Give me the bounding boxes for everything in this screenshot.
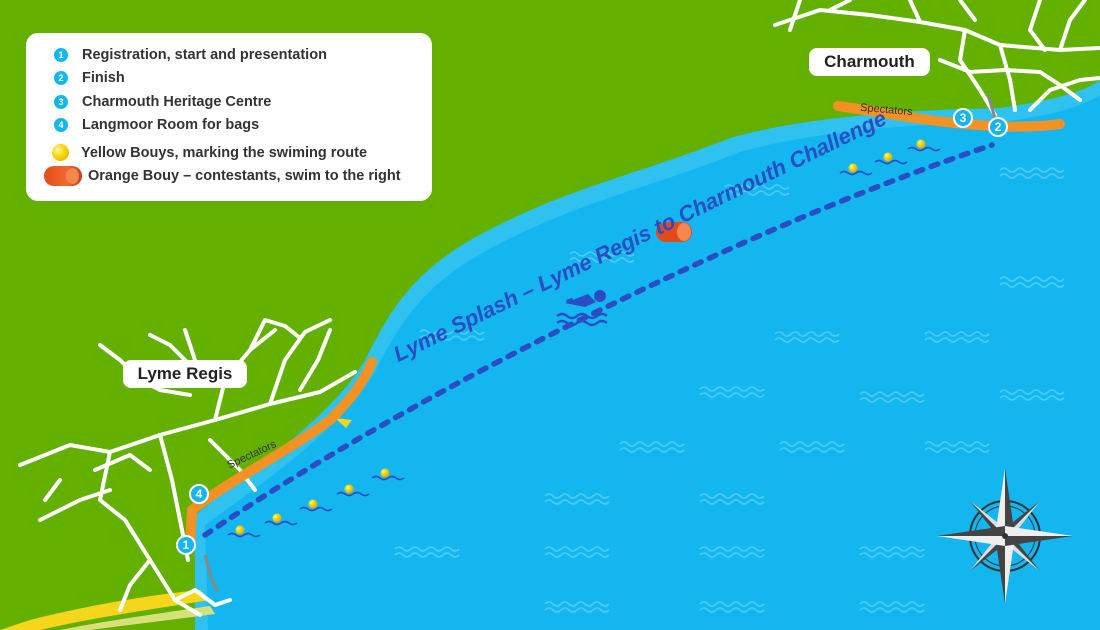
marker-start[interactable]: 1 [176,535,196,555]
legend-item-orange-buoy: Orange Bouy – contestants, swim to the r… [44,165,432,189]
swim-route [202,142,995,538]
legend-label: Langmoor Room for bags [82,117,260,134]
yellow-buoy-icon [52,144,69,162]
marker-number-badge: 1 [54,47,68,62]
compass-rose-icon [937,468,1073,604]
town-label-charmouth: Charmouth [809,48,930,76]
yellow-buoy [227,525,261,538]
sea [205,95,1100,630]
roads-charmouth [773,0,1100,117]
marker-bags-room[interactable]: 4 [189,484,209,504]
orange-buoy [656,222,692,242]
yellow-buoy [299,499,333,512]
yellow-buoys [227,139,941,538]
town-label-lyme-regis: Lyme Regis [123,360,247,388]
legend-label: Orange Bouy – contestants, swim to the r… [88,168,401,185]
legend-item-bags-room: 4 Langmoor Room for bags [48,114,432,138]
orange-buoy-icon [44,166,82,187]
marker-number-badge: 4 [54,118,68,133]
legend-label: Registration, start and presentation [82,46,327,63]
yellow-buoy [264,513,298,526]
spectator-band-lyme-regis [185,357,377,550]
yellow-buoy [371,468,405,481]
marker-heritage-centre[interactable]: 3 [953,108,973,128]
legend-label: Finish [82,70,125,87]
legend-item-heritage-centre: 3 Charmouth Heritage Centre [48,90,432,114]
legend-label: Yellow Bouys, marking the swiming route [81,144,368,161]
yellow-buoy [336,484,370,497]
legend-item-yellow-buoy: Yellow Bouys, marking the swiming route [48,141,432,165]
marker-number-badge: 2 [54,71,68,86]
yellow-buoy [907,139,941,152]
marker-finish[interactable]: 2 [988,117,1008,137]
legend-item-registration: 1 Registration, start and presentation [48,43,432,67]
swimmer-icon [556,290,608,327]
yellow-buoy [874,152,908,165]
legend-item-finish: 2 Finish [48,67,432,91]
marker-number-badge: 3 [54,94,68,109]
yellow-buoy [839,163,873,176]
legend-label: Charmouth Heritage Centre [82,93,272,110]
legend: 1 Registration, start and presentation 2… [26,33,432,201]
